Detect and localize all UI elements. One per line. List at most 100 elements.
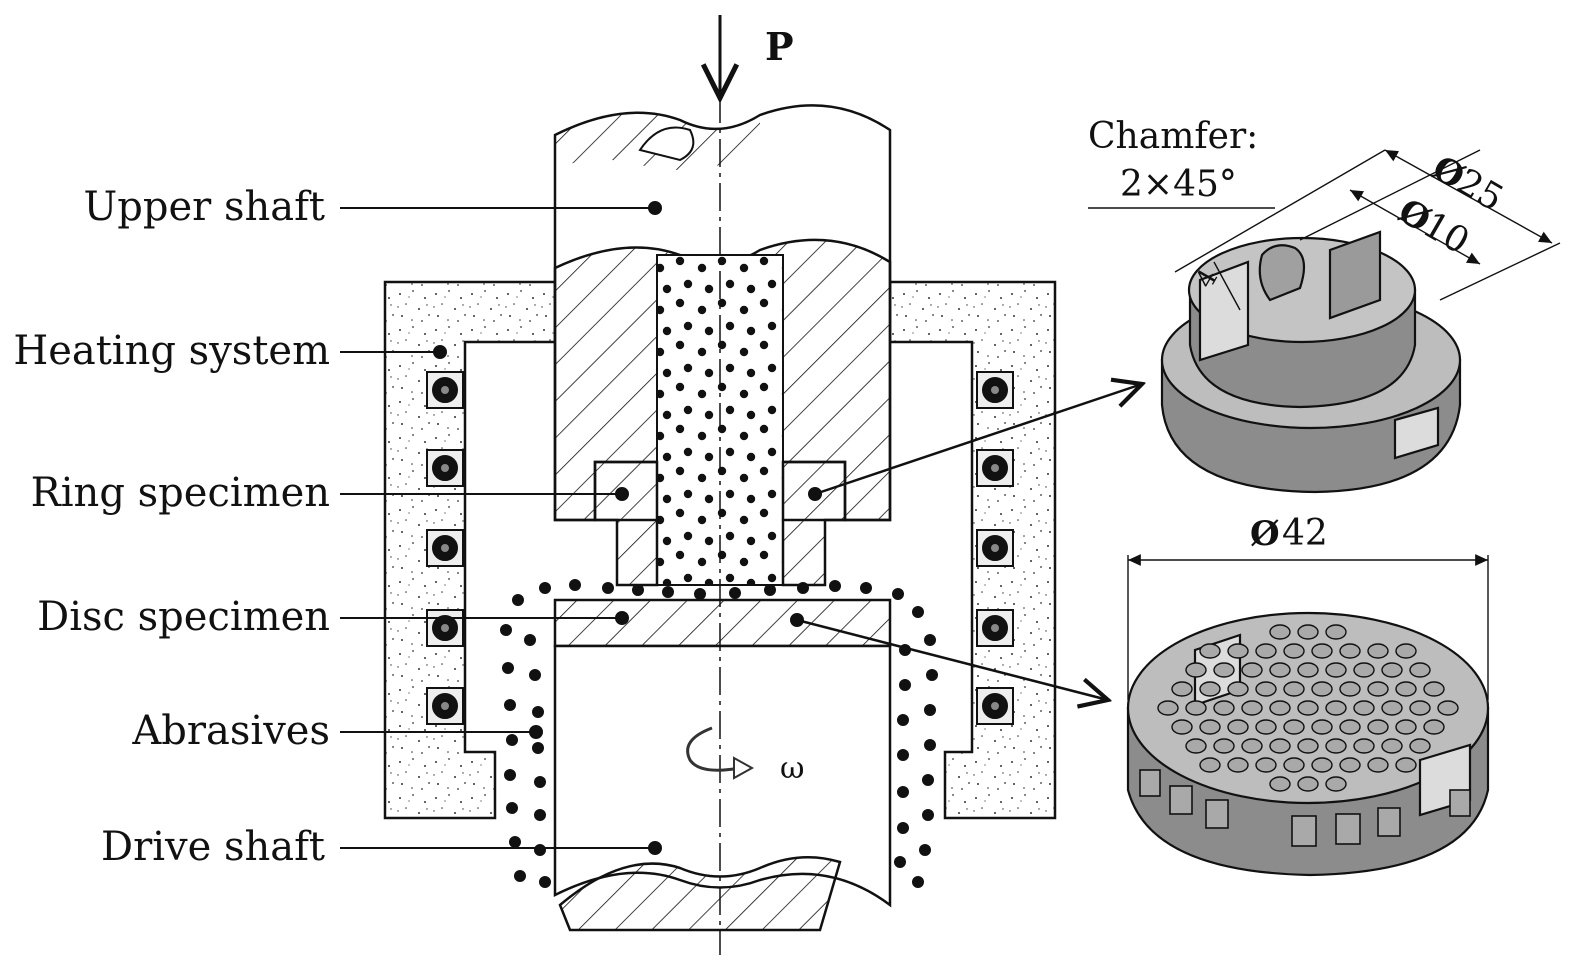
rotation-label: ω xyxy=(780,751,804,786)
disc-hole xyxy=(1199,719,1221,735)
disc-hole xyxy=(1199,643,1221,659)
abrasive-particles xyxy=(500,579,938,888)
disc-hole xyxy=(1227,719,1249,735)
disc-hole xyxy=(1311,681,1333,697)
chamfer-label-line2: 2×45° xyxy=(1120,164,1237,205)
disc-hole xyxy=(1297,776,1319,792)
heating-housing-right xyxy=(888,280,1057,820)
disc-hole xyxy=(1185,738,1207,754)
disc-hole xyxy=(1227,757,1249,773)
disc-hole xyxy=(1353,700,1375,716)
disc-hole xyxy=(1241,738,1263,754)
disc-hole xyxy=(1171,681,1193,697)
disc-hole xyxy=(1325,624,1347,640)
disc-hole xyxy=(1423,681,1445,697)
disc-hole xyxy=(1241,662,1263,678)
disc-side-windows xyxy=(1139,769,1471,847)
disc-holes xyxy=(1157,624,1459,792)
disc-dimension xyxy=(1127,554,1489,700)
disc-hole xyxy=(1255,681,1277,697)
disc-diameter-value: 42 xyxy=(1282,513,1328,554)
disc-hole xyxy=(1367,681,1389,697)
disc-hole xyxy=(1409,662,1431,678)
disc-callout-arrow xyxy=(796,618,1108,700)
disc-hole xyxy=(1311,757,1333,773)
disc-hole xyxy=(1325,738,1347,754)
disc-hole xyxy=(1269,624,1291,640)
disc-hole xyxy=(1269,700,1291,716)
disc-hole xyxy=(1409,738,1431,754)
disc-specimen xyxy=(553,598,892,648)
disc-hole xyxy=(1255,757,1277,773)
disc-diameter-symbol: Ø xyxy=(1250,514,1280,554)
disc-hole xyxy=(1185,700,1207,716)
disc-hole xyxy=(1213,738,1235,754)
disc-hole xyxy=(1339,643,1361,659)
disc-hole xyxy=(1325,776,1347,792)
disc-hole xyxy=(1199,681,1221,697)
upper-shaft xyxy=(553,104,892,586)
disc-hole xyxy=(1297,624,1319,640)
force-label: P xyxy=(765,24,794,69)
disc-hole xyxy=(1395,681,1417,697)
disc-hole xyxy=(1395,757,1417,773)
ring-specimen-3d xyxy=(1160,230,1462,494)
disc-hole xyxy=(1395,643,1417,659)
rotation-icon xyxy=(686,726,755,780)
disc-hole xyxy=(1157,700,1179,716)
ring-specimen xyxy=(593,460,847,587)
disc-hole xyxy=(1381,662,1403,678)
heating-housing-left xyxy=(383,280,557,820)
disc-hole xyxy=(1213,700,1235,716)
disc-hole xyxy=(1297,738,1319,754)
disc-hole xyxy=(1367,757,1389,773)
disc-hole xyxy=(1339,681,1361,697)
disc-hole xyxy=(1269,738,1291,754)
disc-hole xyxy=(1297,662,1319,678)
disc-hole xyxy=(1325,662,1347,678)
disc-hole xyxy=(1381,738,1403,754)
disc-hole xyxy=(1199,757,1221,773)
disc-hole xyxy=(1283,757,1305,773)
disc-hole xyxy=(1227,681,1249,697)
disc-hole xyxy=(1367,719,1389,735)
disc-hole xyxy=(1437,700,1459,716)
label-abrasives: Abrasives xyxy=(131,708,330,754)
label-disc-specimen: Disc specimen xyxy=(37,594,330,640)
disc-hole xyxy=(1339,719,1361,735)
disc-hole xyxy=(1255,719,1277,735)
disc-hole xyxy=(1241,700,1263,716)
disc-hole xyxy=(1353,738,1375,754)
disc-hole xyxy=(1283,681,1305,697)
disc-hole xyxy=(1381,700,1403,716)
disc-hole xyxy=(1353,662,1375,678)
disc-hole xyxy=(1395,719,1417,735)
ring-dimensions xyxy=(1088,149,1561,311)
disc-hole xyxy=(1227,643,1249,659)
chamfer-label-line1: Chamfer: xyxy=(1088,116,1258,157)
heater-elements xyxy=(426,371,1014,725)
disc-hole xyxy=(1283,719,1305,735)
disc-hole xyxy=(1269,776,1291,792)
disc-hole xyxy=(1325,700,1347,716)
disc-hole xyxy=(1171,719,1193,735)
disc-hole xyxy=(1423,719,1445,735)
disc-hole xyxy=(1311,643,1333,659)
disc-hole xyxy=(1213,662,1235,678)
disc-hole xyxy=(1283,643,1305,659)
disc-hole xyxy=(1255,643,1277,659)
disc-hole xyxy=(1339,757,1361,773)
disc-hole xyxy=(1297,700,1319,716)
disc-hole xyxy=(1311,719,1333,735)
disc-hole xyxy=(1269,662,1291,678)
disc-hole xyxy=(1409,700,1431,716)
ring-callout-arrow xyxy=(814,384,1142,496)
label-upper-shaft: Upper shaft xyxy=(84,184,325,230)
disc-hole xyxy=(1367,643,1389,659)
label-heating-system: Heating system xyxy=(13,328,330,374)
drive-shaft xyxy=(553,644,892,932)
disc-hole xyxy=(1185,662,1207,678)
label-ring-specimen: Ring specimen xyxy=(31,470,330,516)
